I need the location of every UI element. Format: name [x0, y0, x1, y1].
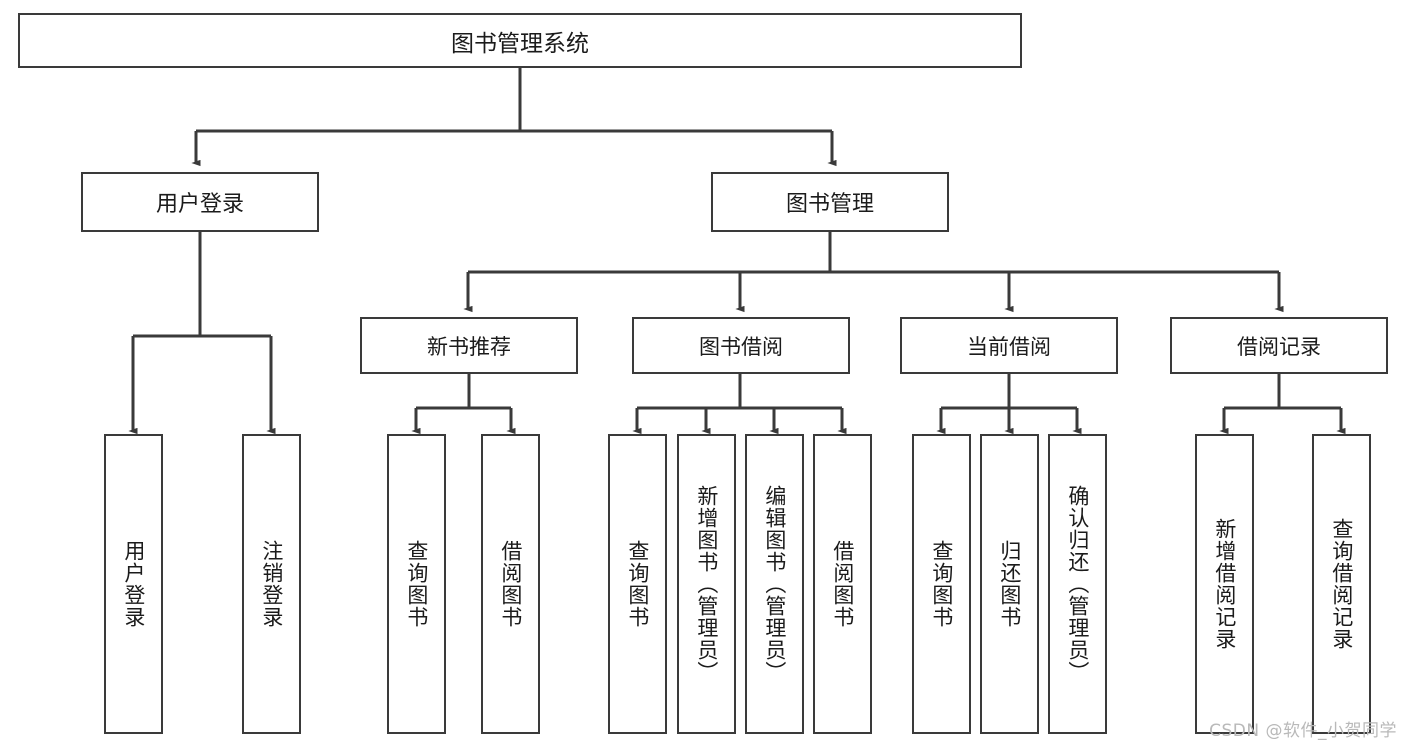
node-label: 归还图书 [997, 540, 1022, 628]
node-user-login[interactable]: 用户登录 [81, 172, 319, 232]
node-book-management[interactable]: 图书管理 [711, 172, 949, 232]
node-label: 编辑图书（管理员） [762, 485, 787, 683]
node-label: 查询图书 [404, 540, 429, 628]
leaf-logout[interactable]: 注销登录 [242, 434, 301, 734]
node-label: 用户登录 [155, 192, 244, 217]
node-label: 新增图书（管理员） [694, 485, 719, 683]
node-borrow-records[interactable]: 借阅记录 [1170, 317, 1388, 374]
node-label: 借阅图书 [498, 540, 523, 628]
leaf-borrow-book-recommend[interactable]: 借阅图书 [481, 434, 540, 734]
node-label: 查询图书 [625, 540, 650, 628]
leaf-user-login[interactable]: 用户登录 [104, 434, 163, 734]
node-label: 借阅记录 [1237, 334, 1321, 359]
leaf-return-book[interactable]: 归还图书 [980, 434, 1039, 734]
node-label: 用户登录 [121, 540, 146, 628]
node-label: 新书推荐 [427, 334, 511, 359]
node-label: 确认归还（管理员） [1065, 485, 1090, 683]
node-label: 当前借阅 [967, 334, 1051, 359]
node-label: 图书借阅 [699, 334, 783, 359]
leaf-borrow-book[interactable]: 借阅图书 [813, 434, 872, 734]
node-label: 注销登录 [259, 540, 284, 628]
node-label: 借阅图书 [830, 540, 855, 628]
node-label: 查询图书 [929, 540, 954, 628]
leaf-query-book-recommend[interactable]: 查询图书 [387, 434, 446, 734]
leaf-add-borrow-record[interactable]: 新增借阅记录 [1195, 434, 1254, 734]
node-current-borrow[interactable]: 当前借阅 [900, 317, 1118, 374]
leaf-edit-book-admin[interactable]: 编辑图书（管理员） [745, 434, 804, 734]
node-label: 查询借阅记录 [1329, 518, 1354, 650]
node-book-borrow[interactable]: 图书借阅 [632, 317, 850, 374]
node-root-book-management-system[interactable]: 图书管理系统 [18, 13, 1022, 68]
leaf-add-book-admin[interactable]: 新增图书（管理员） [677, 434, 736, 734]
node-label: 图书管理系统 [451, 30, 589, 57]
leaf-query-book-borrow[interactable]: 查询图书 [608, 434, 667, 734]
node-label: 新增借阅记录 [1212, 518, 1237, 650]
watermark-text: CSDN @软件_小贺同学 [1209, 721, 1397, 741]
leaf-query-book-current[interactable]: 查询图书 [912, 434, 971, 734]
leaf-confirm-return-admin[interactable]: 确认归还（管理员） [1048, 434, 1107, 734]
leaf-query-borrow-record[interactable]: 查询借阅记录 [1312, 434, 1371, 734]
node-label: 图书管理 [785, 192, 874, 217]
node-new-book-recommendation[interactable]: 新书推荐 [360, 317, 578, 374]
